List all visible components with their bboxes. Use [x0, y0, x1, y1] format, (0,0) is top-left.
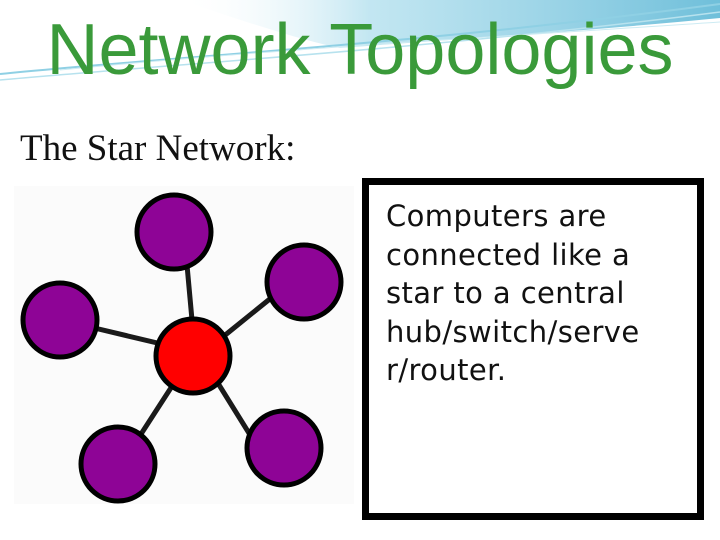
computer-node-lower-left — [78, 424, 158, 504]
swoosh-band — [180, 0, 720, 48]
swoosh-line-3 — [59, 21, 720, 71]
description-box: Computers are connected like a star to a… — [362, 178, 704, 520]
computer-node-top — [134, 192, 214, 272]
computer-node-upper-right — [264, 242, 344, 322]
computer-node-left — [20, 280, 100, 360]
description-line: hub/switch/serve — [386, 314, 640, 349]
swoosh-line-2 — [0, 11, 720, 81]
header-swoosh-decoration — [0, 0, 720, 81]
slide-title: Network Topologies — [46, 10, 674, 90]
description-line: Computers are — [386, 199, 607, 233]
central-hub-node — [153, 316, 233, 396]
link-lower-right — [213, 377, 255, 441]
description-line: star to a central — [386, 276, 625, 310]
computer-node-lower-right — [244, 408, 324, 488]
description-text: Computers are connected like a star to a… — [386, 197, 686, 390]
description-line: connected like a — [386, 237, 631, 272]
description-line: r/router. — [386, 353, 507, 387]
swoosh-line-1 — [0, 3, 720, 75]
link-upper-right — [221, 291, 279, 339]
star-network-diagram — [14, 186, 354, 504]
slide-subtitle: The Star Network: — [20, 128, 296, 169]
